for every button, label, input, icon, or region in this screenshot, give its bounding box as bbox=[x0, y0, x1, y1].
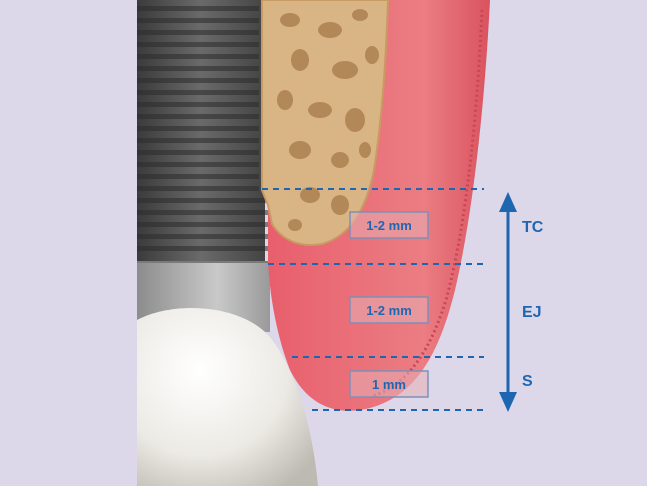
bone-pore bbox=[289, 141, 311, 159]
measurement-label-1: 1-2 mm bbox=[366, 218, 412, 233]
zone-label-tc: TC bbox=[522, 219, 544, 236]
bone-pore bbox=[308, 102, 332, 118]
bone-pore bbox=[291, 49, 309, 71]
bone-pore bbox=[332, 61, 358, 79]
bone-pore bbox=[331, 195, 349, 215]
thread-ridge bbox=[137, 174, 259, 179]
bone-pore bbox=[359, 142, 371, 158]
thread-ridge bbox=[137, 66, 259, 71]
measurement-box-3: 1 mm bbox=[350, 371, 428, 397]
measurement-label-2: 1-2 mm bbox=[366, 303, 412, 318]
thread-ridge bbox=[137, 162, 259, 167]
measurement-box-2: 1-2 mm bbox=[350, 297, 428, 323]
bone-pore bbox=[277, 90, 293, 110]
thread-ridge bbox=[137, 246, 269, 251]
thread-ridge bbox=[137, 42, 259, 47]
thread-ridge bbox=[137, 234, 269, 239]
thread-ridge bbox=[137, 114, 259, 119]
zone-label-s: S bbox=[522, 373, 533, 390]
thread-ridge bbox=[137, 210, 269, 215]
bone-pore bbox=[331, 152, 349, 168]
bone-pore bbox=[288, 219, 302, 231]
thread-ridge bbox=[137, 198, 269, 203]
bone-pore bbox=[352, 9, 368, 21]
implant-body bbox=[137, 0, 269, 262]
thread-ridge bbox=[137, 138, 259, 143]
thread-ridge bbox=[137, 90, 259, 95]
bone-pore bbox=[365, 46, 379, 64]
measurement-box-1: 1-2 mm bbox=[350, 212, 428, 238]
thread-ridge bbox=[137, 78, 259, 83]
thread-ridge bbox=[137, 30, 259, 35]
bone-pore bbox=[345, 108, 365, 132]
measurement-label-3: 1 mm bbox=[372, 377, 406, 392]
thread-ridge bbox=[137, 18, 259, 23]
thread-ridge bbox=[137, 186, 259, 191]
thread-ridge bbox=[137, 54, 259, 59]
implant-threads bbox=[137, 6, 269, 251]
thread-ridge bbox=[137, 150, 259, 155]
bone-pore bbox=[280, 13, 300, 27]
thread-ridge bbox=[137, 102, 259, 107]
thread-ridge bbox=[137, 222, 269, 227]
thread-ridge bbox=[137, 6, 259, 11]
left-panel bbox=[0, 0, 137, 486]
thread-ridge bbox=[137, 126, 259, 131]
zone-label-ej: EJ bbox=[522, 304, 542, 321]
bone-pore bbox=[318, 22, 342, 38]
